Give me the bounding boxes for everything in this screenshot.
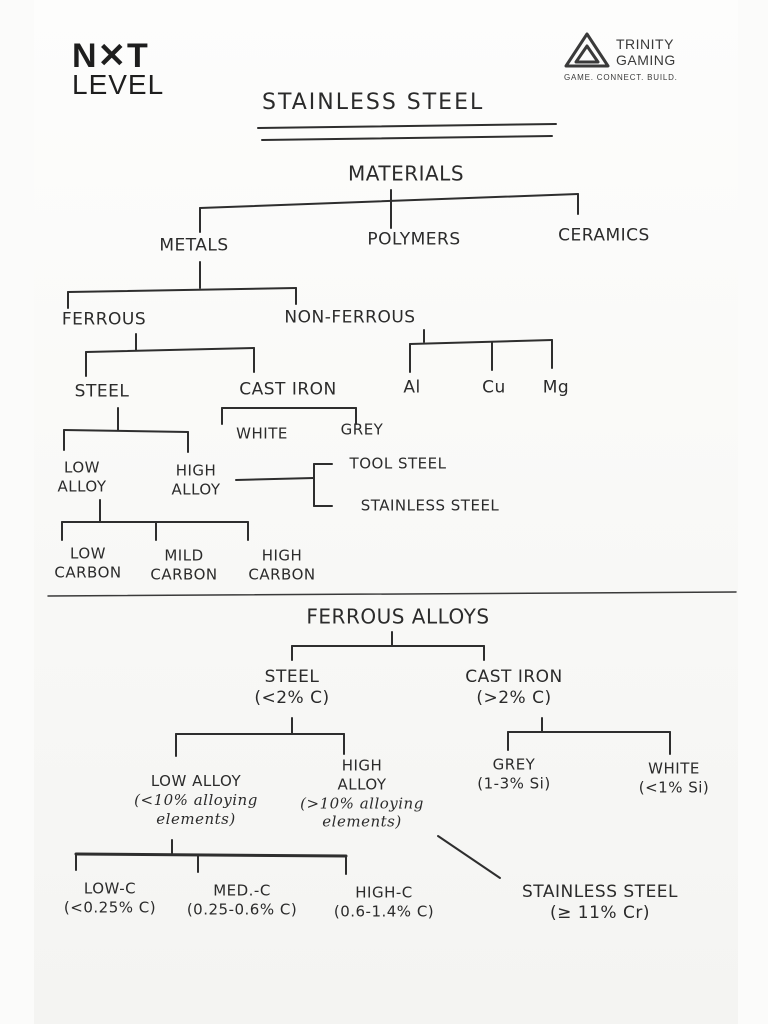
trinity-name-line1: TRINITY [616, 36, 674, 52]
node-mild-carbon-line1: MILD [164, 546, 204, 565]
node-grey: GREY [340, 420, 384, 439]
node-high-carbon: HIGH CARBON [248, 546, 315, 584]
title-underline [257, 123, 557, 129]
node-steel: STEEL [74, 381, 130, 402]
edge-b-stainless [437, 835, 501, 879]
edge-b-lowalloy-bar [74, 852, 348, 858]
node-b-high-alloy-name2: ALLOY [337, 775, 387, 794]
node-b-high-alloy: HIGH ALLOY (>10% alloying elements) [300, 757, 424, 832]
node-high-carbon-line2: CARBON [248, 565, 316, 583]
node-mg: Mg [542, 377, 570, 398]
next-level-logo-line2: LEVEL [72, 69, 165, 101]
node-b-cast-iron-name: CAST IRON [465, 666, 563, 687]
node-b-grey-name: GREY [492, 755, 536, 774]
node-polymers: POLYMERS [367, 229, 461, 250]
node-high-alloy: HIGH ALLOY [171, 461, 220, 499]
trinity-tagline: GAME. CONNECT. BUILD. [564, 73, 678, 82]
node-b-high-alloy-detail1: (>10% alloying [300, 794, 424, 812]
node-b-white: WHITE (<1% Si) [639, 759, 710, 797]
node-b-steel-name: STEEL [264, 666, 320, 687]
node-b-high-c-detail: (0.6-1.4% C) [333, 902, 435, 920]
node-stainless-steel-top: STAINLESS STEEL [360, 496, 500, 515]
node-non-ferrous: NON-FERROUS [284, 307, 416, 328]
node-b-med-c-name: MED.-C [213, 881, 271, 900]
node-low-carbon: LOW CARBON [54, 544, 121, 582]
node-b-low-alloy: LOW ALLOY (<10% alloying elements) [134, 772, 258, 828]
edge-metals-bar [67, 287, 297, 293]
node-b-high-c-name: HIGH-C [355, 883, 413, 902]
node-b-grey-detail: (1-3% Si) [477, 774, 551, 792]
node-cu: Cu [482, 377, 506, 398]
page-title: STAINLESS STEEL [262, 90, 485, 115]
node-materials: MATERIALS [347, 161, 465, 186]
node-ferrous-alloys: FERROUS ALLOYS [306, 604, 490, 629]
node-mild-carbon-line2: CARBON [150, 565, 218, 583]
node-b-grey: GREY (1-3% Si) [477, 755, 550, 793]
title-underline-2 [261, 135, 553, 141]
node-b-cast-iron-detail: (>2% C) [476, 688, 552, 708]
node-white: WHITE [236, 424, 288, 443]
node-b-low-c: LOW-C (<0.25% C) [64, 879, 156, 917]
edge-materials-bar [199, 193, 579, 209]
node-b-steel: STEEL (<2% C) [254, 667, 329, 710]
node-b-high-alloy-detail2: elements) [322, 812, 402, 831]
node-b-low-alloy-detail1: (<10% alloying [134, 790, 258, 809]
edge-steel-bar [63, 429, 189, 433]
node-b-cast-iron: CAST IRON (>2% C) [465, 667, 563, 710]
node-b-stainless-steel-detail: (≥ 11% Cr) [550, 903, 650, 923]
node-metals: METALS [159, 235, 229, 256]
trinity-triangle-icon [564, 32, 610, 68]
node-mild-carbon: MILD CARBON [150, 546, 217, 584]
node-high-alloy-line2: ALLOY [171, 480, 221, 498]
node-b-high-alloy-name1: HIGH [341, 756, 383, 775]
node-b-low-c-name: LOW-C [83, 879, 137, 898]
trinity-name-line2: GAMING [616, 52, 676, 69]
node-b-white-detail: (<1% Si) [638, 778, 710, 796]
edge-ferrous-bar [85, 347, 255, 353]
node-low-alloy-line1: LOW [64, 458, 100, 477]
node-b-med-c: MED.-C (0.25-0.6% C) [187, 881, 297, 919]
node-b-stainless-steel: STAINLESS STEEL (≥ 11% Cr) [522, 882, 678, 925]
node-b-med-c-detail: (0.25-0.6% C) [186, 900, 298, 918]
node-high-alloy-line1: HIGH [175, 461, 217, 480]
node-low-alloy: LOW ALLOY [57, 458, 106, 496]
node-b-low-alloy-detail2: elements) [156, 809, 236, 828]
node-b-stainless-steel-name: STAINLESS STEEL [521, 881, 679, 902]
node-b-low-alloy-name: LOW ALLOY [150, 771, 242, 790]
node-b-high-c: HIGH-C (0.6-1.4% C) [334, 883, 434, 921]
edge-nonferrous-bar [409, 339, 553, 345]
node-high-carbon-line1: HIGH [261, 546, 303, 565]
node-cast-iron: CAST IRON [239, 379, 337, 400]
node-ferrous: FERROUS [61, 309, 147, 330]
node-ceramics: CERAMICS [558, 225, 650, 246]
node-low-carbon-line2: CARBON [54, 563, 122, 581]
next-level-logo-line1: N✕T [72, 37, 149, 75]
trinity-gaming-name: TRINITY GAMING [616, 36, 676, 68]
node-tool-steel: TOOL STEEL [349, 454, 447, 473]
node-b-white-name: WHITE [648, 759, 700, 778]
edge-highalloy-right [235, 477, 315, 481]
node-low-carbon-line1: LOW [70, 544, 106, 563]
node-b-steel-detail: (<2% C) [254, 688, 330, 708]
node-b-low-c-detail: (<0.25% C) [63, 898, 157, 916]
node-low-alloy-line2: ALLOY [57, 477, 107, 495]
node-al: Al [403, 377, 421, 398]
section-divider [47, 591, 737, 597]
next-level-logo: N✕T LEVEL [72, 37, 165, 101]
